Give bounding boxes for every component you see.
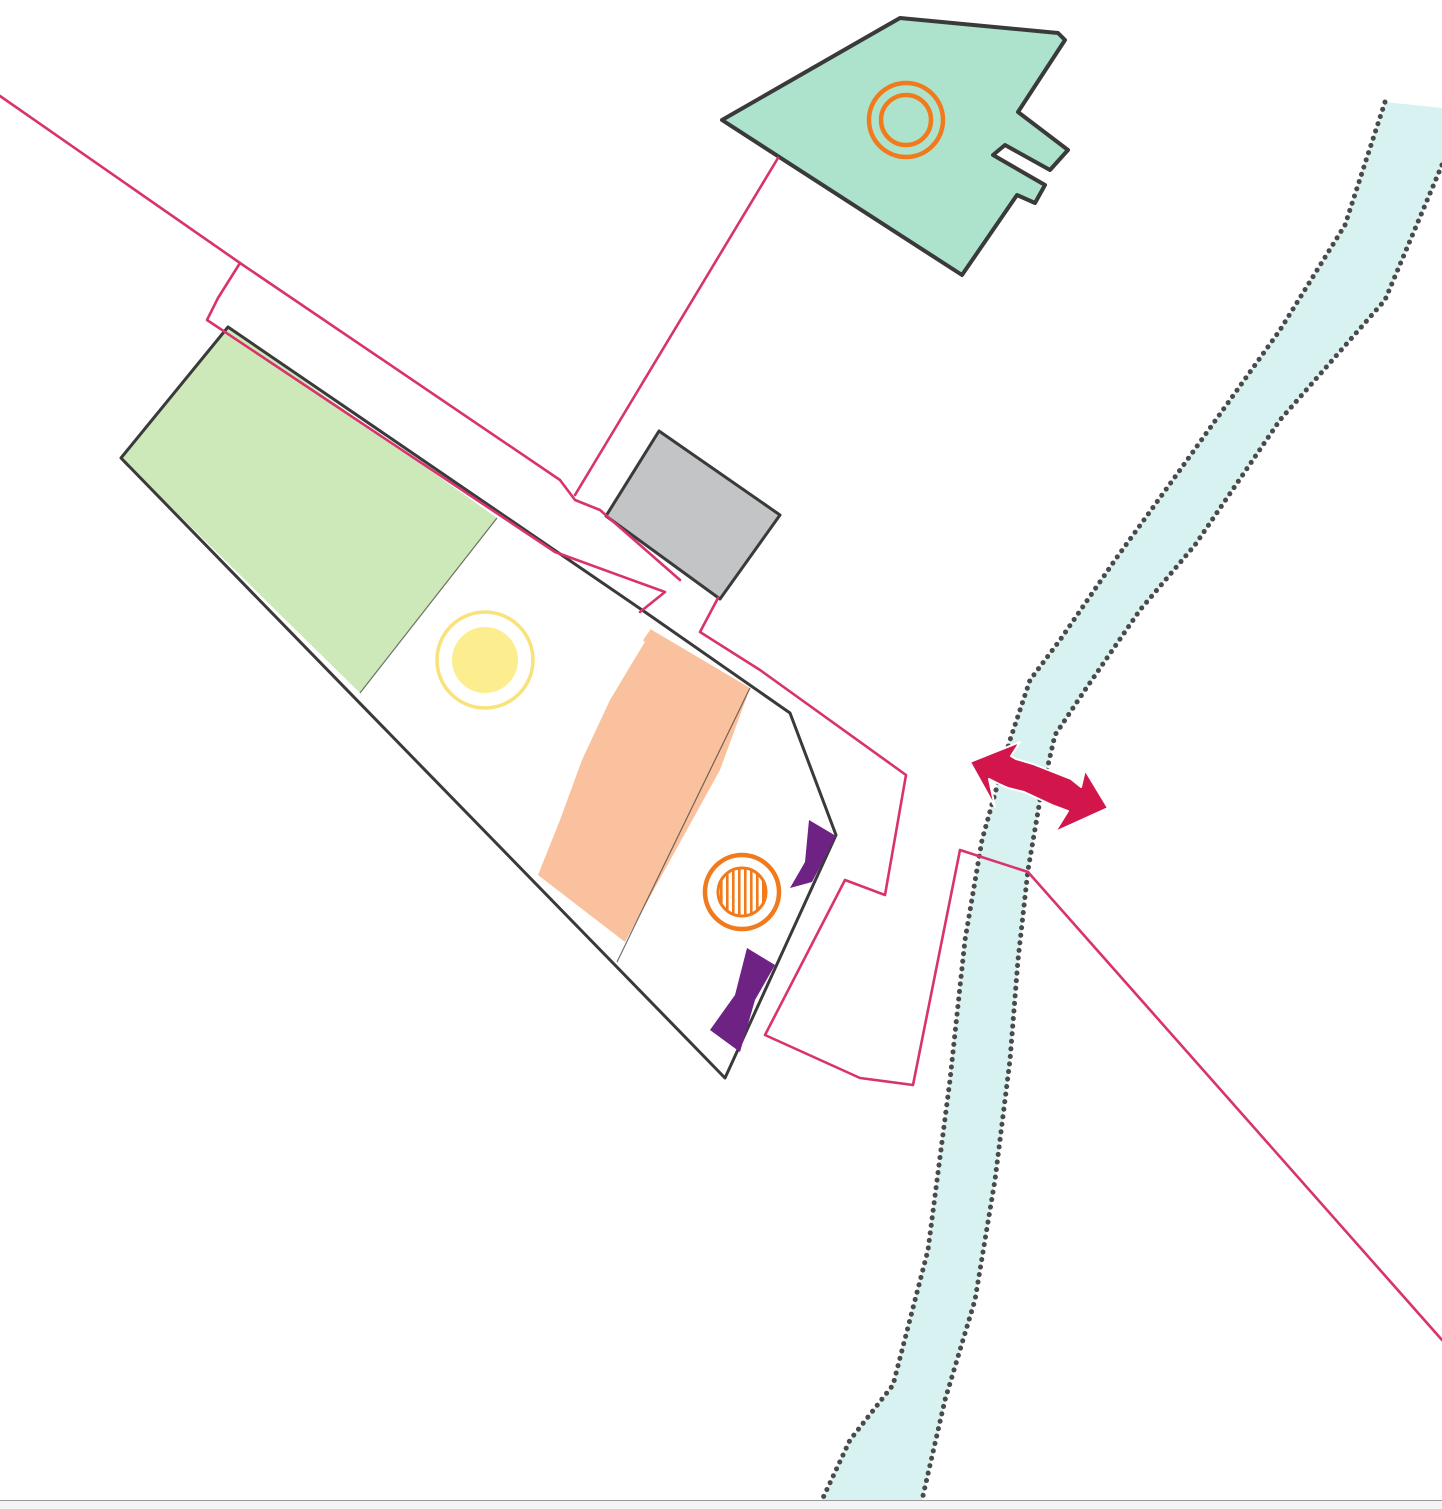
boundary-line-upper-road xyxy=(238,261,682,582)
purple-marker-lower xyxy=(710,948,775,1052)
two-way-arrow-icon xyxy=(969,741,1109,833)
mint-building xyxy=(720,16,1070,277)
boundary-line-to-mint xyxy=(573,156,780,497)
boundary-line-southeast xyxy=(1026,870,1442,1342)
yellow-sun-core xyxy=(452,627,518,693)
orange-ring-outer xyxy=(866,80,946,160)
zone-divider-upper xyxy=(359,517,498,694)
frame-bottom-edge xyxy=(0,1500,1442,1509)
orange-double-ring-icon xyxy=(866,80,946,160)
yellow-sun-icon xyxy=(435,610,535,710)
site-boundaries xyxy=(0,94,1442,1342)
river-water xyxy=(822,102,1442,1500)
two-way-arrow-shape xyxy=(969,741,1109,833)
peach-zone-serrated-edge xyxy=(554,629,654,877)
entrance-markers xyxy=(710,820,836,1052)
orange-ring-inner xyxy=(878,92,934,148)
zone-divider-lower xyxy=(616,687,751,963)
mint-building-fill xyxy=(722,18,1068,275)
green-zone xyxy=(121,327,497,693)
main-parcel-outline xyxy=(119,325,838,1080)
boundary-line-east-parcel xyxy=(698,596,1030,1087)
orange-hatched-core xyxy=(716,866,768,918)
orange-hatched-ring-outer xyxy=(702,852,782,932)
purple-marker-upper xyxy=(790,820,836,888)
orange-hatched-ring-icon xyxy=(702,852,782,932)
river-bank-left xyxy=(819,99,1388,1503)
river xyxy=(819,99,1442,1503)
mint-building-outline xyxy=(720,16,1070,277)
grey-building xyxy=(604,429,782,601)
